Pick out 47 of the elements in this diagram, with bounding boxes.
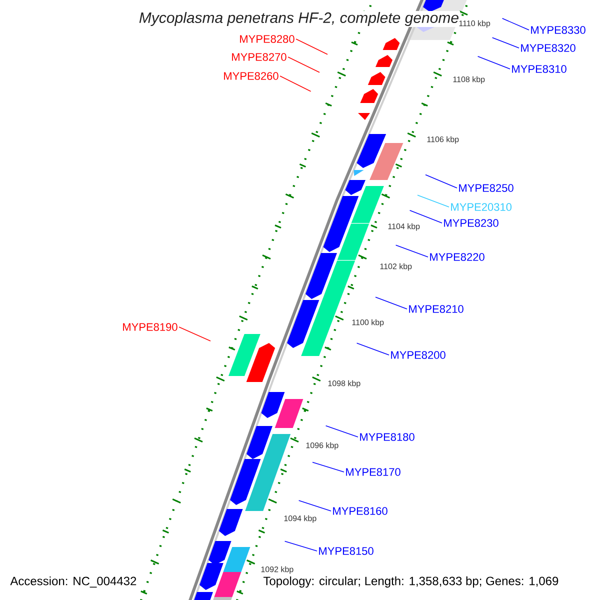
leader-line: [395, 244, 428, 258]
leader-line: [502, 18, 530, 30]
leader-line: [375, 296, 408, 310]
leader-line: [288, 56, 320, 73]
gene-label: MYPE8270: [232, 53, 286, 61]
gene-label: MYPE8260: [224, 72, 278, 80]
gene-label: MYPE8230: [444, 219, 498, 227]
gene-label: MYPE8190: [123, 323, 178, 331]
tick-label: 1100 kbp: [352, 319, 384, 327]
tick-label: 1102 kbp: [380, 263, 412, 271]
leader-line: [284, 540, 318, 552]
tick-label: 1096 kbp: [306, 442, 338, 450]
info-text: Topology: circular; Length: 1,358,633 bp; Genes: 1,069: [262, 575, 560, 589]
gene-label: MYPE8280: [240, 35, 294, 43]
tick-label: 1098 kbp: [328, 380, 360, 388]
leader-line: [409, 210, 442, 224]
tick-label: 1108 kbp: [453, 76, 485, 84]
gene-label: MYPE8210: [409, 305, 464, 313]
gene-label: MYPE20310: [451, 203, 512, 211]
leader-line: [312, 462, 344, 472]
gene-label: MYPE8170: [346, 468, 400, 476]
leader-line: [417, 194, 450, 208]
tick-label: 1092 kbp: [261, 566, 294, 574]
tick-label: 1094 kbp: [284, 515, 316, 523]
leader-line: [477, 56, 510, 70]
leader-line: [356, 342, 390, 356]
gene-label: MYPE8160: [333, 507, 388, 515]
leader-line: [425, 174, 458, 188]
gene-label: MYPE8320: [521, 44, 576, 52]
leader-line: [178, 326, 211, 342]
leader-line: [296, 38, 328, 55]
leader-line: [492, 37, 520, 48]
leader-line: [325, 425, 358, 438]
leader-line: [280, 76, 312, 92]
gene-label: MYPE8200: [391, 351, 446, 359]
tick-label: 1104 kbp: [388, 223, 420, 231]
gene-label: MYPE8180: [360, 433, 414, 441]
tick-label: 1106 kbp: [427, 136, 459, 144]
gene-label: MYPE8310: [512, 65, 566, 73]
gene-label: MYPE8220: [430, 253, 484, 261]
info-text: Accession: NC_004432: [9, 575, 138, 589]
leader-line: [298, 500, 332, 512]
title: Mycoplasma penetrans HF-2, complete genome: [138, 11, 460, 27]
gene-label: MYPE8330: [531, 26, 586, 34]
gene-label: MYPE8150: [319, 547, 374, 555]
gene-label: MYPE8250: [459, 184, 514, 192]
tick-label: 1110 kbp: [459, 20, 490, 28]
